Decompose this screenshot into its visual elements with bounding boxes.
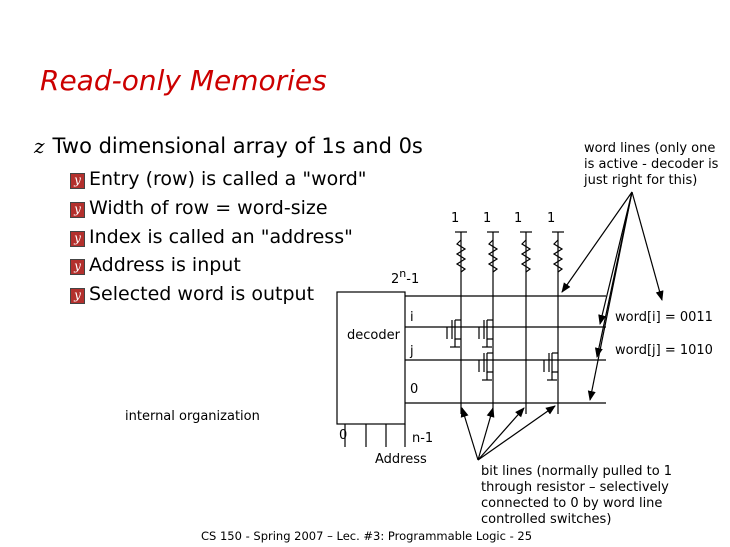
- switch-transistor: [446, 319, 461, 348]
- decoder-label: decoder: [347, 328, 400, 343]
- slide-title: Read-only Memories: [40, 64, 327, 97]
- decoder-box: [336, 291, 406, 425]
- bullet-z-icon: z: [34, 134, 45, 158]
- row-zero-label: 0: [410, 382, 419, 397]
- pullup-resistor: [520, 239, 532, 273]
- switch-transistor: [478, 352, 493, 381]
- bullet-y-icon: y: [70, 259, 85, 275]
- pullup-resistor: [487, 239, 499, 273]
- bit-top-label: 1: [451, 211, 460, 226]
- bullet-y-icon: y: [70, 202, 85, 218]
- slide-footer: CS 150 - Spring 2007 – Lec. #3: Programm…: [201, 529, 533, 543]
- word-line-arrow: [598, 191, 633, 325]
- switch-transistor: [543, 352, 558, 381]
- sub-bullet-text: Selected word is output: [89, 283, 315, 305]
- address-high-label: n-1: [412, 431, 434, 446]
- address-low-label: 0: [339, 428, 348, 443]
- bit-line-arrow: [477, 407, 495, 461]
- main-bullet: z Two dimensional array of 1s and 0s: [34, 134, 423, 158]
- word-lines-note: word lines (only one is active - decoder…: [584, 141, 719, 188]
- sub-bullet-text: Entry (row) is called a "word": [89, 168, 367, 190]
- pullup-resistor: [552, 239, 564, 273]
- word-line-arrow: [631, 191, 664, 301]
- internal-organization-label: internal organization: [125, 409, 260, 424]
- bit-line-arrow: [477, 407, 525, 461]
- address-label: Address: [375, 452, 427, 467]
- row-j-label: j: [410, 344, 414, 359]
- bit-line-arrow: [477, 405, 556, 461]
- bit-line-arrow: [460, 407, 479, 461]
- bit-top-label: 1: [547, 211, 556, 226]
- sub-bullet-text: Address is input: [89, 254, 241, 276]
- sub-bullet-text: Index is called an "address": [89, 226, 353, 248]
- sub-bullet-text: Width of row = word-size: [89, 197, 328, 219]
- bullet-y-icon: y: [70, 231, 85, 247]
- word-j-label: word[j] = 1010: [615, 343, 713, 358]
- bit-top-label: 1: [514, 211, 523, 226]
- word-line-arrow: [561, 191, 633, 293]
- bit-top-label: 1: [483, 211, 492, 226]
- main-bullet-text: Two dimensional array of 1s and 0s: [52, 134, 423, 158]
- switch-transistor: [478, 319, 493, 348]
- bullet-y-icon: y: [70, 288, 85, 304]
- word-line-arrow: [587, 191, 633, 401]
- pullup-resistor: [455, 239, 467, 273]
- word-i-label: word[i] = 0011: [615, 310, 713, 325]
- row-i-label: i: [410, 310, 414, 325]
- bit-lines-note: bit lines (normally pulled to 1 through …: [481, 464, 673, 527]
- bullet-y-icon: y: [70, 173, 85, 189]
- row-top-label: 2n-1: [391, 267, 420, 287]
